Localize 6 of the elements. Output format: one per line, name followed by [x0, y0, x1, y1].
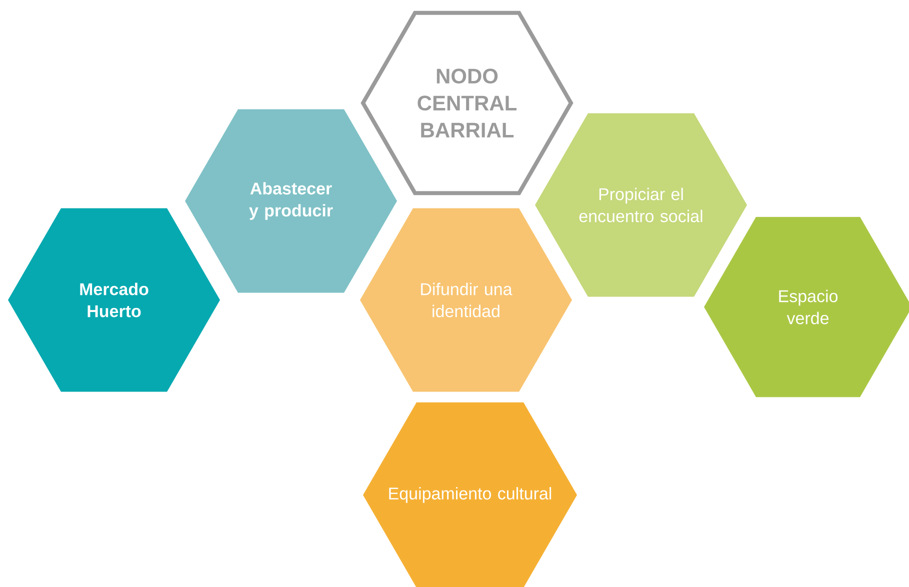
hexagon: Propiciar el encuentro social — [535, 113, 747, 297]
hexagon: Equipamiento cultural — [363, 402, 577, 587]
hexagon: Abastecer y producir — [185, 109, 397, 293]
hexagon: Mercado Huerto — [8, 208, 220, 392]
hexagon: Difundir una identidad — [360, 208, 572, 392]
hexagon: Espacio verde — [704, 216, 909, 398]
